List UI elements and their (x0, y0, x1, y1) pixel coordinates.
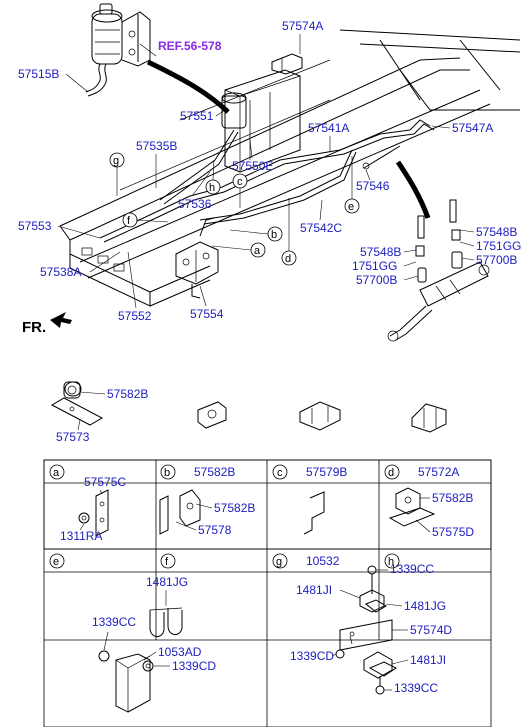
cell-e-letter: e (53, 556, 59, 568)
ref-link-56-578[interactable]: REF.56-578 (158, 39, 222, 53)
cell-f-part1: 57582B (214, 501, 255, 515)
marker-h: h (209, 182, 215, 194)
br-1339CC-top: 1339CC (390, 562, 434, 576)
cell-g-part: 10532 (306, 554, 340, 568)
junction-block-drawing (175, 217, 219, 299)
callout-57574A: 57574A (282, 19, 323, 33)
marker-e: e (348, 201, 354, 213)
callout-57551: 57551 (180, 109, 214, 123)
cell-b-letter: b (164, 467, 170, 479)
br-57574D: 57574D (410, 623, 452, 637)
cell-f-part2: 57578 (198, 523, 232, 537)
letter-markers: a b c d e f g h (109, 152, 360, 266)
fuel-tank-drawing (221, 69, 301, 173)
table-row-1: a b 57582B c 57579B d 57572A 57582B 5757… (49, 381, 459, 480)
cell-g-letter: g (276, 556, 282, 568)
cell-h-part1: 57582B (432, 491, 473, 505)
bottom-left-assembly: 1481JG 1339CC 1053AD 1339CD (92, 575, 216, 713)
callout-57538A: 57538A (40, 265, 81, 279)
bl-1339CC: 1339CC (92, 615, 136, 629)
callout-1751GG-left: 1751GG (352, 259, 397, 273)
cell-c-letter: c (277, 467, 283, 479)
marker-f: f (127, 215, 131, 227)
callout-57700B-right: 57700B (476, 253, 517, 267)
br-1481JI-bottom: 1481JI (410, 653, 446, 667)
callout-57547A: 57547A (452, 121, 493, 135)
cell-b-part: 57582B (194, 465, 235, 479)
callout-57541A: 57541A (308, 121, 349, 135)
callout-57548B-right: 57548B (476, 225, 517, 239)
fr-label: FR. (22, 319, 46, 336)
callout-57548B-left: 57548B (360, 245, 401, 259)
bl-1339CD: 1339CD (172, 659, 216, 673)
parts-table-grid (43, 459, 492, 727)
callout-57535B: 57535B (136, 139, 177, 153)
table-row-2: e f g 10532 h 57575C 1311RA 57582B 57578… (49, 475, 474, 569)
marker-c: c (237, 176, 243, 188)
cell-f-letter: f (165, 556, 169, 568)
reservoir-tank-drawing (85, 3, 151, 97)
marker-b: b (271, 229, 277, 241)
bracket-57574A-drawing (271, 53, 303, 75)
cell-c-part: 57579B (306, 465, 347, 479)
callout-57700B-left: 57700B (356, 273, 397, 287)
front-direction-marker: FR. (22, 312, 72, 336)
br-1339CD: 1339CD (290, 649, 334, 663)
marker-a: a (254, 245, 261, 257)
marker-d: d (285, 253, 291, 265)
cell-a-letter: a (53, 467, 60, 479)
callout-57546: 57546 (356, 179, 390, 193)
cell-d-part: 57572A (418, 465, 459, 479)
callout-57553: 57553 (18, 219, 52, 233)
bottom-right-assembly: 1339CC 1481JI 1481JG 57574D 1339CD 1481J… (290, 562, 452, 695)
br-1481JG: 1481JG (404, 599, 446, 613)
top-callouts: 57574A 57515B 57551 57535B 57550E 57541A… (18, 19, 521, 323)
cell-h-letter: h (388, 556, 394, 568)
pointer-arrow-top (146, 59, 230, 114)
cell-a-part1: 57582B (107, 387, 148, 401)
rear-hose-drawing (387, 199, 490, 342)
pointer-arrow-rear (395, 160, 431, 219)
cell-e-part1: 57575C (84, 475, 126, 489)
cell-a-part2: 57573 (56, 430, 90, 444)
callout-1751GG-right: 1751GG (476, 239, 521, 253)
callout-57554: 57554 (190, 307, 224, 321)
br-1481JI-top: 1481JI (296, 583, 332, 597)
bl-1053AD: 1053AD (158, 645, 202, 659)
callout-57542C: 57542C (300, 221, 342, 235)
cell-h-part2: 57575D (432, 525, 474, 539)
callout-57536: 57536 (178, 197, 212, 211)
callout-57515B: 57515B (18, 67, 59, 81)
callout-57550E: 57550E (232, 159, 273, 173)
cell-e-part2: 1311RA (60, 529, 102, 543)
brake-tube-routing (99, 119, 435, 243)
marker-g: g (113, 155, 119, 167)
cell-d-letter: d (388, 467, 394, 479)
callout-57552: 57552 (118, 309, 152, 323)
br-1339CC-bottom: 1339CC (394, 681, 438, 695)
bl-1481JG: 1481JG (146, 575, 188, 589)
